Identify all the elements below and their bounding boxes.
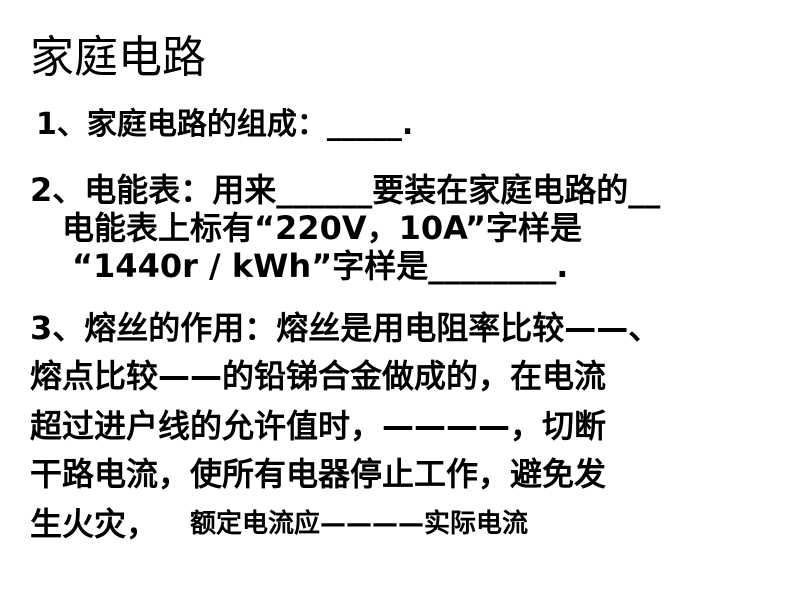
item-1-household-circuit-components: 1、家庭电路的组成：_____. xyxy=(36,107,414,142)
item-2-line-1: 2、电能表：用来______要装在家庭电路的__ xyxy=(30,171,661,209)
item-3-line-1: 3、熔丝的作用：熔丝是用电阻率比较——、 xyxy=(30,309,661,347)
item-3-line-2: 熔点比较——的铅锑合金做成的，在电流 xyxy=(30,357,607,395)
item-2-line-2: 电能表上标有“220V，10A”字样是 xyxy=(62,209,582,247)
slide-title: 家庭电路 xyxy=(30,32,206,83)
item-3-line-3: 超过进户线的允许值时，————，切断 xyxy=(30,407,607,445)
item-2-line-3: “1440r / kWh”字样是________. xyxy=(72,247,569,285)
item-3-line-5a: 生火灾， xyxy=(30,505,159,543)
item-3-line-4: 干路电流，使所有电器停止工作，避免发 xyxy=(30,455,607,493)
item-3-line-5b: 额定电流应————实际电流 xyxy=(190,509,529,539)
